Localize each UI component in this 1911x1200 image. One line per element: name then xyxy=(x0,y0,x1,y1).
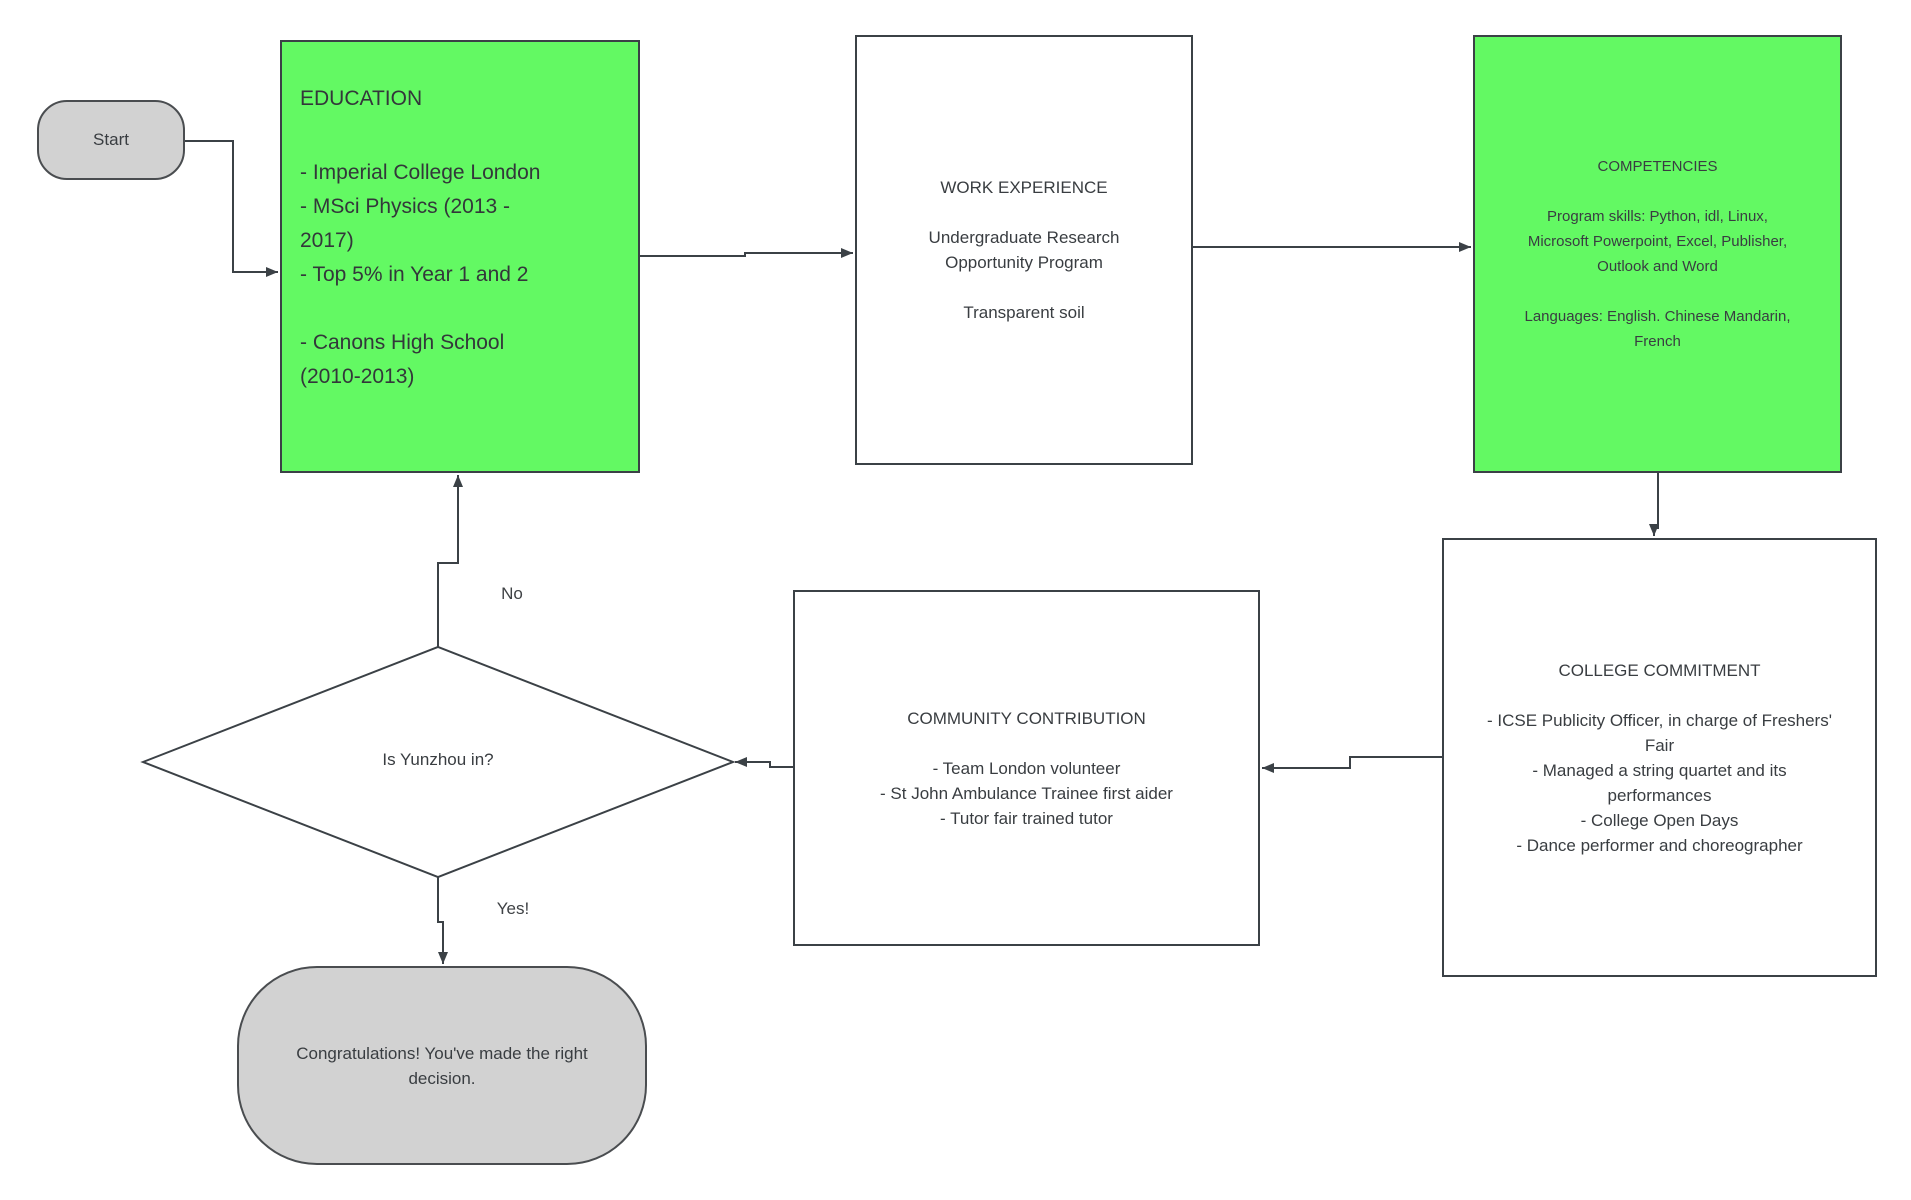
community-contribution-body: - Team London volunteer - St John Ambula… xyxy=(880,758,1173,828)
competencies-node[interactable]: COMPETENCIES Program skills: Python, idl… xyxy=(1473,35,1842,473)
connector-decision-to-education-no xyxy=(437,475,463,647)
connector-decision-to-congratulations-yes xyxy=(437,877,448,964)
college-commitment-node[interactable]: COLLEGE COMMITMENT - ICSE Publicity Offi… xyxy=(1442,538,1877,977)
decision-diamond[interactable] xyxy=(140,645,736,879)
education-title: EDUCATION xyxy=(300,87,423,110)
connector-start-to-education xyxy=(185,140,278,277)
edge-label-yes: Yes! xyxy=(496,899,530,918)
community-contribution-title: COMMUNITY CONTRIBUTION xyxy=(907,708,1146,728)
start-label: Start xyxy=(93,130,129,149)
connector-competencies-to-college xyxy=(1649,473,1659,536)
connector-community-to-decision xyxy=(735,757,793,768)
competencies-title: COMPETENCIES xyxy=(1597,158,1718,175)
work-experience-node[interactable]: WORK EXPERIENCE Undergraduate Research O… xyxy=(855,35,1193,465)
college-commitment-body: - ICSE Publicity Officer, in charge of F… xyxy=(1487,710,1832,855)
education-node[interactable]: EDUCATION - Imperial College London - MS… xyxy=(280,40,640,473)
competencies-body: Program skills: Python, idl, Linux, Micr… xyxy=(1524,208,1791,350)
college-commitment-title: COLLEGE COMMITMENT xyxy=(1558,660,1761,680)
congratulations-node[interactable]: Congratulations! You've made the right d… xyxy=(237,966,647,1165)
work-experience-title: WORK EXPERIENCE xyxy=(940,178,1108,197)
connector-education-to-work xyxy=(640,248,853,258)
education-body: - Imperial College London - MSci Physics… xyxy=(300,161,541,388)
decision-label: Is Yunzhou in? xyxy=(382,750,494,769)
start-node[interactable]: Start xyxy=(37,100,185,180)
community-contribution-node[interactable]: COMMUNITY CONTRIBUTION - Team London vol… xyxy=(793,590,1260,946)
connector-college-to-community xyxy=(1262,756,1442,773)
edge-label-no: No xyxy=(501,584,523,603)
work-experience-body: Undergraduate Research Opportunity Progr… xyxy=(928,228,1120,322)
congratulations-label: Congratulations! You've made the right d… xyxy=(296,1043,588,1088)
